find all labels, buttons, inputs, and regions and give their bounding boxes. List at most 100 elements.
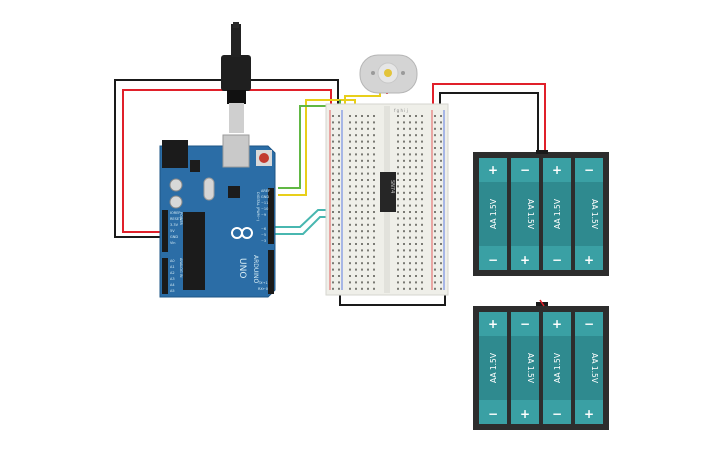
- breadboard-hole[interactable]: [361, 166, 363, 169]
- breadboard-hole[interactable]: [434, 243, 436, 245]
- breadboard-hole[interactable]: [338, 268, 340, 271]
- breadboard-hole[interactable]: [397, 262, 399, 265]
- breadboard-hole[interactable]: [434, 217, 436, 220]
- breadboard-hole[interactable]: [403, 287, 405, 290]
- breadboard-hole[interactable]: [367, 223, 369, 226]
- breadboard-hole[interactable]: [397, 153, 399, 156]
- breadboard-hole[interactable]: [403, 115, 405, 117]
- breadboard-hole[interactable]: [338, 121, 340, 124]
- breadboard-hole[interactable]: [403, 230, 405, 233]
- breadboard-hole[interactable]: [440, 153, 442, 156]
- breadboard-hole[interactable]: [373, 198, 375, 201]
- breadboard-hole[interactable]: [367, 211, 369, 213]
- breadboard-hole[interactable]: [355, 281, 357, 284]
- breadboard-hole[interactable]: [367, 140, 369, 143]
- breadboard-hole[interactable]: [409, 140, 411, 143]
- breadboard-hole[interactable]: [349, 191, 351, 194]
- breadboard-hole[interactable]: [361, 198, 363, 201]
- breadboard-hole[interactable]: [409, 172, 411, 175]
- breadboard-hole[interactable]: [361, 287, 363, 290]
- breadboard-hole[interactable]: [403, 281, 405, 284]
- breadboard-hole[interactable]: [332, 281, 334, 284]
- breadboard-hole[interactable]: [349, 127, 351, 130]
- breadboard-hole[interactable]: [355, 268, 357, 271]
- breadboard-hole[interactable]: [415, 198, 417, 201]
- breadboard-hole[interactable]: [403, 166, 405, 169]
- breadboard-hole[interactable]: [361, 153, 363, 156]
- breadboard-hole[interactable]: [434, 127, 436, 130]
- breadboard-hole[interactable]: [403, 249, 405, 252]
- breadboard-hole[interactable]: [332, 236, 334, 239]
- breadboard-hole[interactable]: [440, 249, 442, 252]
- breadboard-hole[interactable]: [361, 172, 363, 175]
- breadboard-hole[interactable]: [434, 198, 436, 201]
- breadboard-hole[interactable]: [403, 268, 405, 271]
- breadboard-hole[interactable]: [415, 140, 417, 143]
- breadboard-hole[interactable]: [355, 262, 357, 265]
- breadboard-hole[interactable]: [409, 198, 411, 201]
- breadboard-hole[interactable]: [440, 140, 442, 143]
- breadboard-hole[interactable]: [367, 230, 369, 233]
- breadboard-hole[interactable]: [403, 211, 405, 213]
- breadboard-hole[interactable]: [415, 147, 417, 149]
- breadboard-hole[interactable]: [415, 262, 417, 265]
- breadboard-hole[interactable]: [403, 179, 405, 181]
- breadboard-hole[interactable]: [409, 134, 411, 137]
- breadboard-hole[interactable]: [415, 121, 417, 124]
- breadboard-hole[interactable]: [421, 223, 423, 226]
- breadboard-hole[interactable]: [332, 230, 334, 233]
- breadboard-hole[interactable]: [355, 223, 357, 226]
- breadboard-hole[interactable]: [397, 217, 399, 220]
- breadboard-hole[interactable]: [367, 204, 369, 207]
- breadboard-hole[interactable]: [397, 179, 399, 181]
- breadboard-hole[interactable]: [355, 217, 357, 220]
- breadboard-hole[interactable]: [415, 153, 417, 156]
- breadboard-hole[interactable]: [397, 191, 399, 194]
- breadboard-hole[interactable]: [361, 147, 363, 149]
- breadboard-hole[interactable]: [415, 268, 417, 271]
- breadboard-hole[interactable]: [332, 223, 334, 226]
- breadboard-hole[interactable]: [397, 147, 399, 149]
- breadboard-hole[interactable]: [338, 172, 340, 175]
- breadboard-hole[interactable]: [421, 198, 423, 201]
- breadboard-hole[interactable]: [397, 223, 399, 226]
- breadboard-hole[interactable]: [332, 115, 334, 117]
- breadboard-hole[interactable]: [332, 275, 334, 277]
- breadboard-hole[interactable]: [403, 121, 405, 124]
- arduino-uno-board[interactable]: ARDUINO UNO AREF GND ~11 ~10 ~9 ~6 ~5 ~3…: [159, 22, 276, 298]
- breadboard-hole[interactable]: [421, 281, 423, 284]
- breadboard-hole[interactable]: [373, 172, 375, 175]
- breadboard-hole[interactable]: [403, 243, 405, 245]
- breadboard-hole[interactable]: [397, 198, 399, 201]
- breadboard-hole[interactable]: [421, 134, 423, 137]
- breadboard-hole[interactable]: [349, 147, 351, 149]
- breadboard-hole[interactable]: [421, 179, 423, 181]
- breadboard-hole[interactable]: [434, 281, 436, 284]
- breadboard-hole[interactable]: [373, 166, 375, 169]
- breadboard-hole[interactable]: [349, 211, 351, 213]
- breadboard-hole[interactable]: [415, 185, 417, 188]
- breadboard-hole[interactable]: [361, 211, 363, 213]
- dc-motor[interactable]: [359, 54, 418, 94]
- breadboard-hole[interactable]: [367, 249, 369, 252]
- breadboard-hole[interactable]: [415, 281, 417, 284]
- breadboard-hole[interactable]: [349, 134, 351, 137]
- breadboard-hole[interactable]: [415, 166, 417, 169]
- breadboard-hole[interactable]: [409, 115, 411, 117]
- breadboard-hole[interactable]: [421, 204, 423, 207]
- breadboard-hole[interactable]: [373, 275, 375, 277]
- breadboard-hole[interactable]: [403, 217, 405, 220]
- breadboard-hole[interactable]: [349, 115, 351, 117]
- breadboard-hole[interactable]: [403, 172, 405, 175]
- breadboard-hole[interactable]: [397, 204, 399, 207]
- breadboard-hole[interactable]: [440, 185, 442, 188]
- breadboard-hole[interactable]: [403, 223, 405, 226]
- breadboard-hole[interactable]: [409, 191, 411, 194]
- breadboard-hole[interactable]: [397, 211, 399, 213]
- breadboard-hole[interactable]: [332, 204, 334, 207]
- breadboard-hole[interactable]: [361, 255, 363, 258]
- breadboard-hole[interactable]: [434, 191, 436, 194]
- breadboard-hole[interactable]: [349, 217, 351, 220]
- breadboard-hole[interactable]: [434, 115, 436, 117]
- breadboard-hole[interactable]: [421, 140, 423, 143]
